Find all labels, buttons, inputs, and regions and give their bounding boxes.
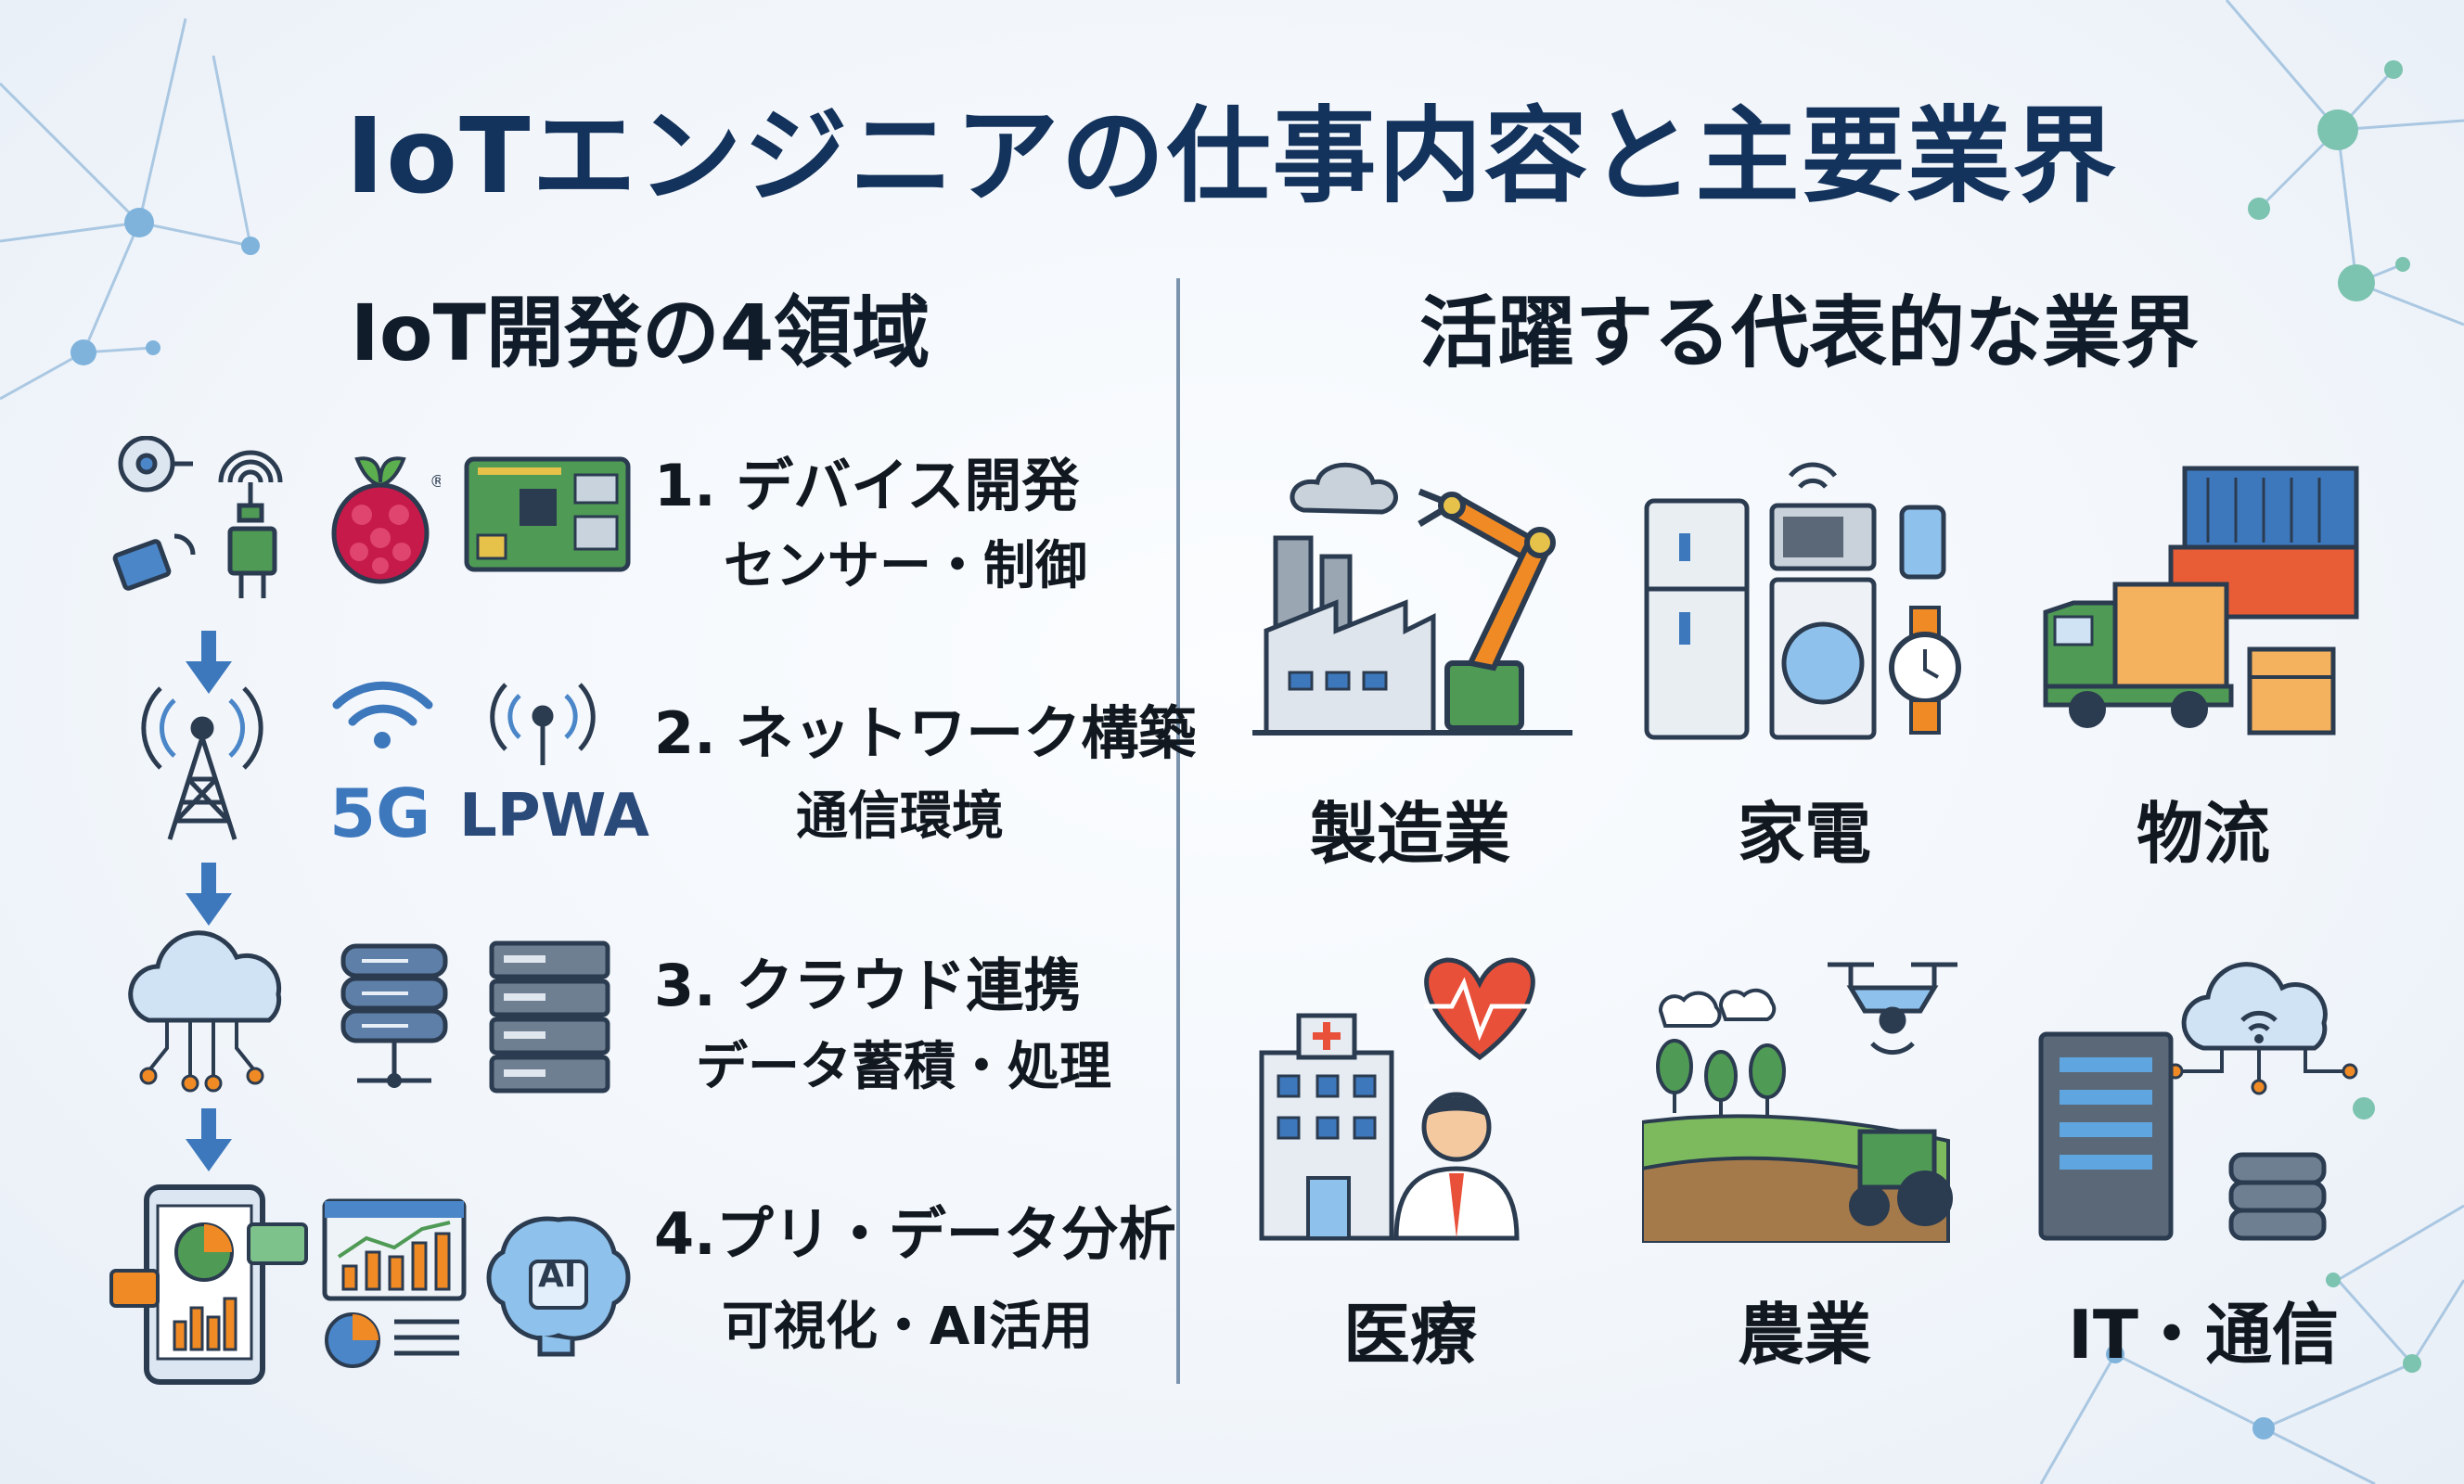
circuit-board-icon: [464, 456, 631, 572]
area-4-title: 4.プリ・データ分析: [654, 1200, 1176, 1268]
wifi-icon: [332, 682, 433, 748]
area-3-title: 3. クラウド連携: [654, 952, 1082, 1019]
area-4-subtitle: 可視化・AI活用: [722, 1297, 1094, 1357]
industry-medical: 医療: [1342, 1296, 1477, 1374]
dashboard-chart-icon: [322, 1198, 467, 1368]
logistics-truck-icon: [2043, 466, 2359, 736]
5g-label: 5G: [329, 774, 431, 852]
arrow-down-icon: [186, 863, 232, 926]
sensor-components-icon: [112, 436, 283, 598]
cloud-icon: [128, 930, 282, 1093]
arrow-down-icon: [186, 631, 232, 694]
divider: [1176, 278, 1180, 1384]
server-cloud-icon: [2038, 962, 2358, 1241]
area-2-subtitle: 通信環境: [796, 787, 1004, 847]
industry-it-telecom: IT・通信: [2068, 1296, 2339, 1374]
area-1-title: 1. デバイス開発: [654, 452, 1080, 519]
ai-label: AI: [538, 1257, 577, 1295]
left-heading: IoT開発の4領域: [350, 288, 930, 378]
industry-logistics: 物流: [2136, 795, 2270, 873]
arrow-down-icon: [186, 1108, 232, 1171]
smartphone-analytics-icon: [109, 1184, 308, 1385]
antenna-icon: [490, 683, 596, 765]
lpwa-label: LPWA: [459, 782, 649, 851]
svg-text:®: ®: [430, 472, 441, 492]
area-1-subtitle: センサー・制御: [724, 536, 1087, 596]
hospital-doctor-icon: [1259, 957, 1535, 1241]
industry-home-appliances: 家電: [1737, 795, 1871, 873]
raspberry-pi-logo-icon: ®: [331, 456, 441, 584]
home-appliances-icon: [1644, 462, 1961, 740]
agriculture-drone-tractor-icon: [1642, 962, 1957, 1243]
area-3-subtitle: データ蓄積・処理: [696, 1037, 1111, 1097]
cell-tower-icon: [141, 686, 263, 840]
area-2-title: 2. ネットワーク構築: [654, 699, 1197, 767]
page-title: IoTエンジニアの仕事内容と主要業界: [345, 96, 2119, 217]
industry-manufacturing: 製造業: [1309, 795, 1510, 873]
ai-brain-icon: [486, 1216, 631, 1357]
factory-robot-arm-icon: [1252, 462, 1572, 736]
server-rack-icon: [489, 940, 610, 1094]
database-icon: [340, 943, 448, 1088]
industry-agriculture: 農業: [1737, 1296, 1871, 1374]
right-heading: 活躍する代表的な業界: [1418, 288, 2199, 378]
